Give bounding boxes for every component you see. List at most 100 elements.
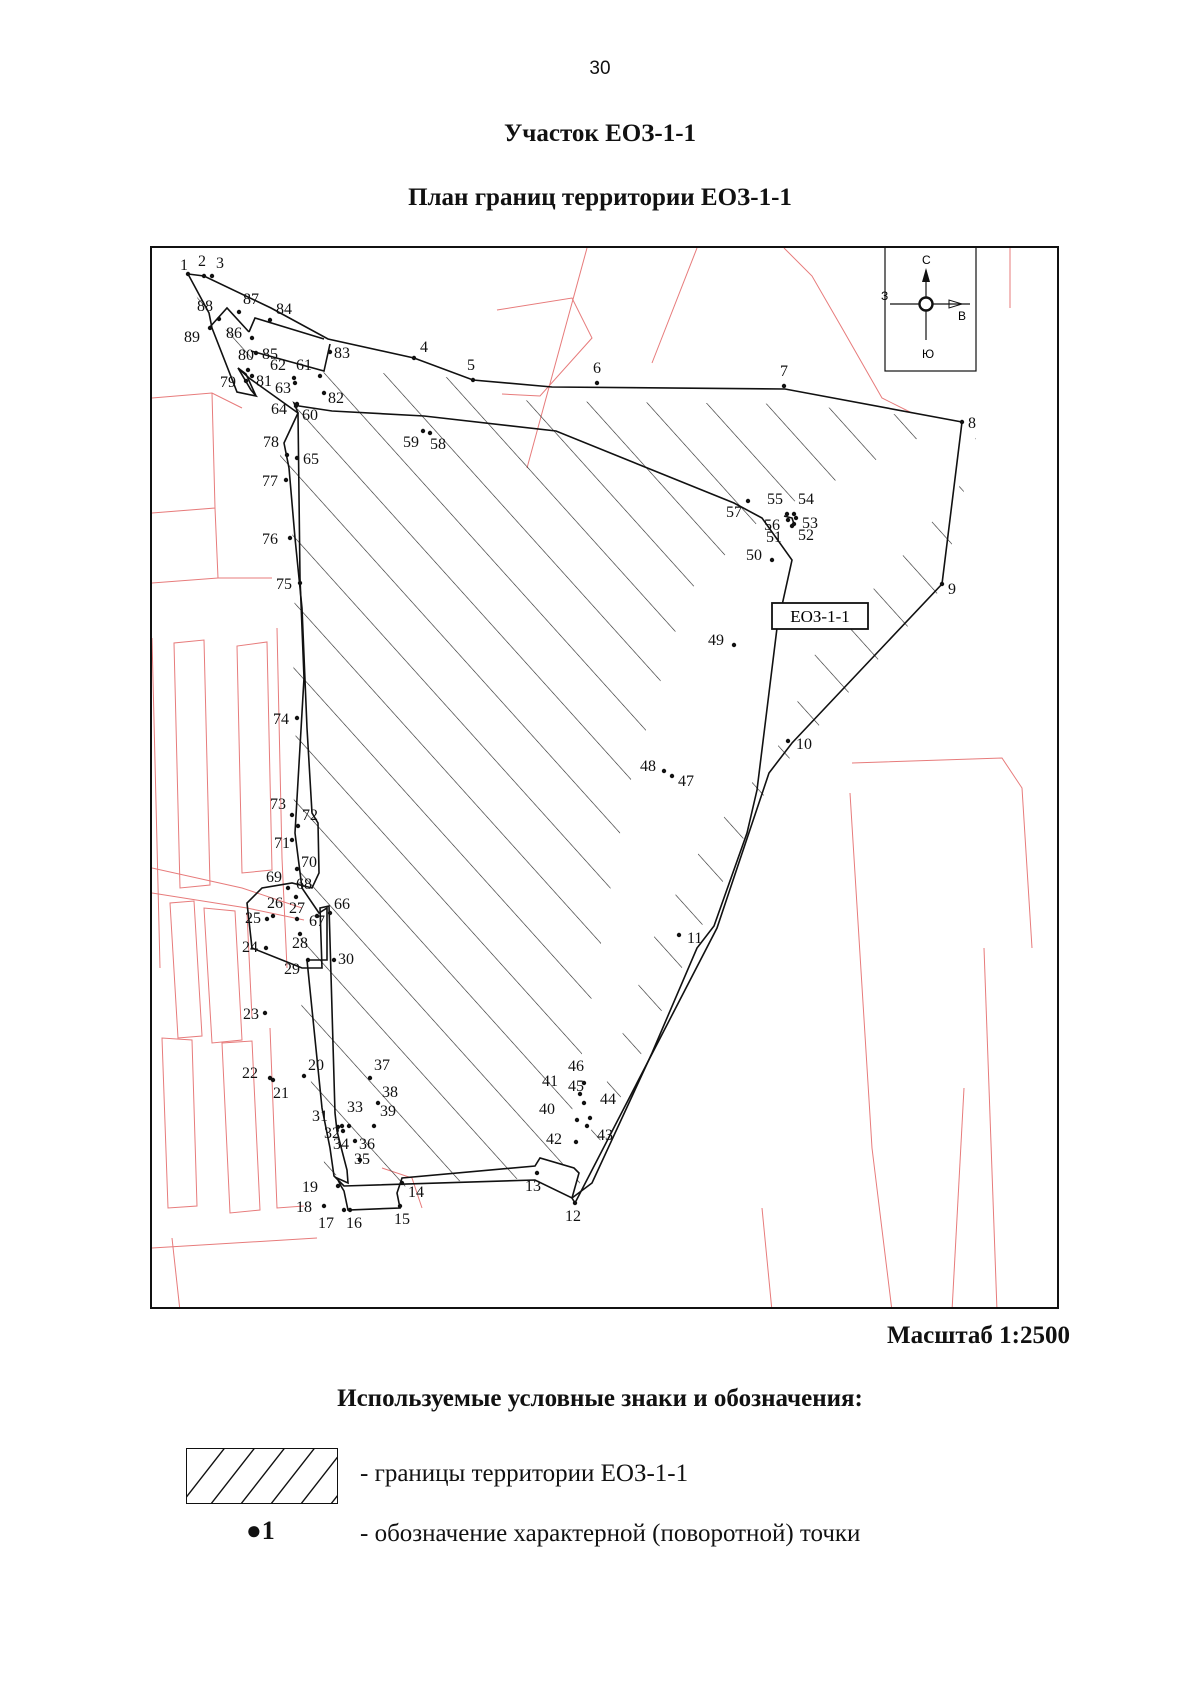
turning-point-label-78: 78 <box>263 434 279 451</box>
turning-point-label-26: 26 <box>267 895 283 912</box>
turning-point-27 <box>294 916 300 922</box>
turning-point-9 <box>939 581 945 587</box>
turning-point-label-53: 53 <box>802 515 818 532</box>
turning-point-37 <box>367 1075 373 1081</box>
turning-point-77 <box>283 477 289 483</box>
turning-point-68 <box>293 894 299 900</box>
compass-east-label: В <box>958 309 966 323</box>
turning-point-label-67: 67 <box>309 913 325 930</box>
turning-point-28 <box>297 931 303 937</box>
turning-point-label-29: 29 <box>284 961 300 978</box>
turning-point-label-22: 22 <box>242 1065 258 1082</box>
turning-point-57 <box>745 498 751 504</box>
turning-point-label-88: 88 <box>197 298 213 315</box>
turning-point-label-19: 19 <box>302 1179 318 1196</box>
turning-point-46 <box>581 1080 587 1086</box>
turning-point-84 <box>267 317 273 323</box>
turning-point-label-58: 58 <box>430 436 446 453</box>
turning-point-89 <box>207 325 213 331</box>
turning-point-86 <box>249 335 255 341</box>
turning-point-65 <box>294 455 300 461</box>
turning-point-label-49: 49 <box>708 632 724 649</box>
turning-point-label-30: 30 <box>338 951 354 968</box>
turning-point-41 <box>577 1091 583 1097</box>
legend-text-boundary: - границы территории ЕОЗ-1-1 <box>360 1460 689 1487</box>
turning-point-label-65: 65 <box>303 451 319 468</box>
turning-point-79 <box>243 378 249 384</box>
turning-point-83 <box>327 349 333 355</box>
turning-point-34 <box>340 1128 346 1134</box>
turning-point-label-89: 89 <box>184 329 200 346</box>
turning-point-label-37: 37 <box>374 1057 390 1074</box>
turning-point-6 <box>594 380 600 386</box>
turning-point-label-60: 60 <box>302 407 318 424</box>
turning-point-label-27: 27 <box>289 900 305 917</box>
turning-point-63 <box>292 380 298 386</box>
turning-point-58 <box>427 430 433 436</box>
turning-point-label-18: 18 <box>296 1199 312 1216</box>
turning-point-label-79: 79 <box>220 374 236 391</box>
turning-point-label-43: 43 <box>597 1127 613 1144</box>
turning-point-64 <box>294 401 300 407</box>
zone-label-box: ЕОЗ-1-1 <box>771 602 869 630</box>
turning-point-19 <box>335 1183 341 1189</box>
turning-point-label-73: 73 <box>270 796 286 813</box>
compass-north-label: С <box>922 253 931 267</box>
turning-point-label-20: 20 <box>308 1057 324 1074</box>
turning-point-label-54: 54 <box>798 491 814 508</box>
legend-text-point: - обозначение характерной (поворотной) т… <box>360 1520 861 1547</box>
turning-point-32 <box>339 1123 345 1129</box>
turning-point-label-71: 71 <box>274 835 290 852</box>
turning-point-81 <box>249 373 255 379</box>
turning-point-label-5: 5 <box>467 357 475 374</box>
map-scale: Масштаб 1:2500 <box>887 1322 1070 1349</box>
turning-point-label-48: 48 <box>640 758 656 775</box>
turning-point-label-13: 13 <box>525 1178 541 1195</box>
turning-point-label-47: 47 <box>678 773 694 790</box>
turning-point-1 <box>185 271 191 277</box>
turning-point-label-35: 35 <box>354 1151 370 1168</box>
turning-point-label-7: 7 <box>780 363 788 380</box>
turning-point-88 <box>216 316 222 322</box>
turning-point-label-59: 59 <box>403 434 419 451</box>
turning-point-label-31: 31 <box>312 1108 328 1125</box>
turning-point-30 <box>331 957 337 963</box>
turning-point-label-46: 46 <box>568 1058 584 1075</box>
turning-point-38 <box>375 1100 381 1106</box>
zone-label: ЕОЗ-1-1 <box>790 607 850 626</box>
turning-point-label-36: 36 <box>359 1136 375 1153</box>
legend-point-symbol: ●1 <box>246 1516 275 1545</box>
turning-point-44 <box>587 1115 593 1121</box>
turning-point-label-50: 50 <box>746 547 762 564</box>
turning-point-label-3: 3 <box>216 255 224 272</box>
turning-point-label-86: 86 <box>226 325 242 342</box>
turning-point-label-1: 1 <box>180 257 188 274</box>
turning-point-13 <box>534 1170 540 1176</box>
turning-point-12 <box>572 1200 578 1206</box>
turning-point-label-70: 70 <box>301 854 317 871</box>
turning-point-label-17: 17 <box>318 1215 334 1232</box>
turning-point-label-10: 10 <box>796 736 812 753</box>
turning-point-25 <box>264 916 270 922</box>
turning-point-42 <box>573 1139 579 1145</box>
turning-point-label-39: 39 <box>380 1103 396 1120</box>
turning-point-label-12: 12 <box>565 1208 581 1225</box>
turning-point-15 <box>397 1203 403 1209</box>
turning-point-20 <box>301 1073 307 1079</box>
turning-point-label-4: 4 <box>420 339 428 356</box>
turning-point-54 <box>791 511 797 517</box>
turning-point-43 <box>584 1123 590 1129</box>
turning-point-47 <box>669 773 675 779</box>
turning-point-label-77: 77 <box>262 473 278 490</box>
turning-point-label-56: 56 <box>764 517 780 534</box>
turning-point-52 <box>791 521 797 527</box>
turning-point-label-69: 69 <box>266 869 282 886</box>
turning-point-4 <box>411 355 417 361</box>
turning-point-label-74: 74 <box>273 711 289 728</box>
legend-hatch-symbol <box>186 1448 338 1504</box>
legend-item-point: ●1 - обозначение характерной (поворотной… <box>0 1508 1200 1568</box>
turning-point-label-76: 76 <box>262 531 278 548</box>
